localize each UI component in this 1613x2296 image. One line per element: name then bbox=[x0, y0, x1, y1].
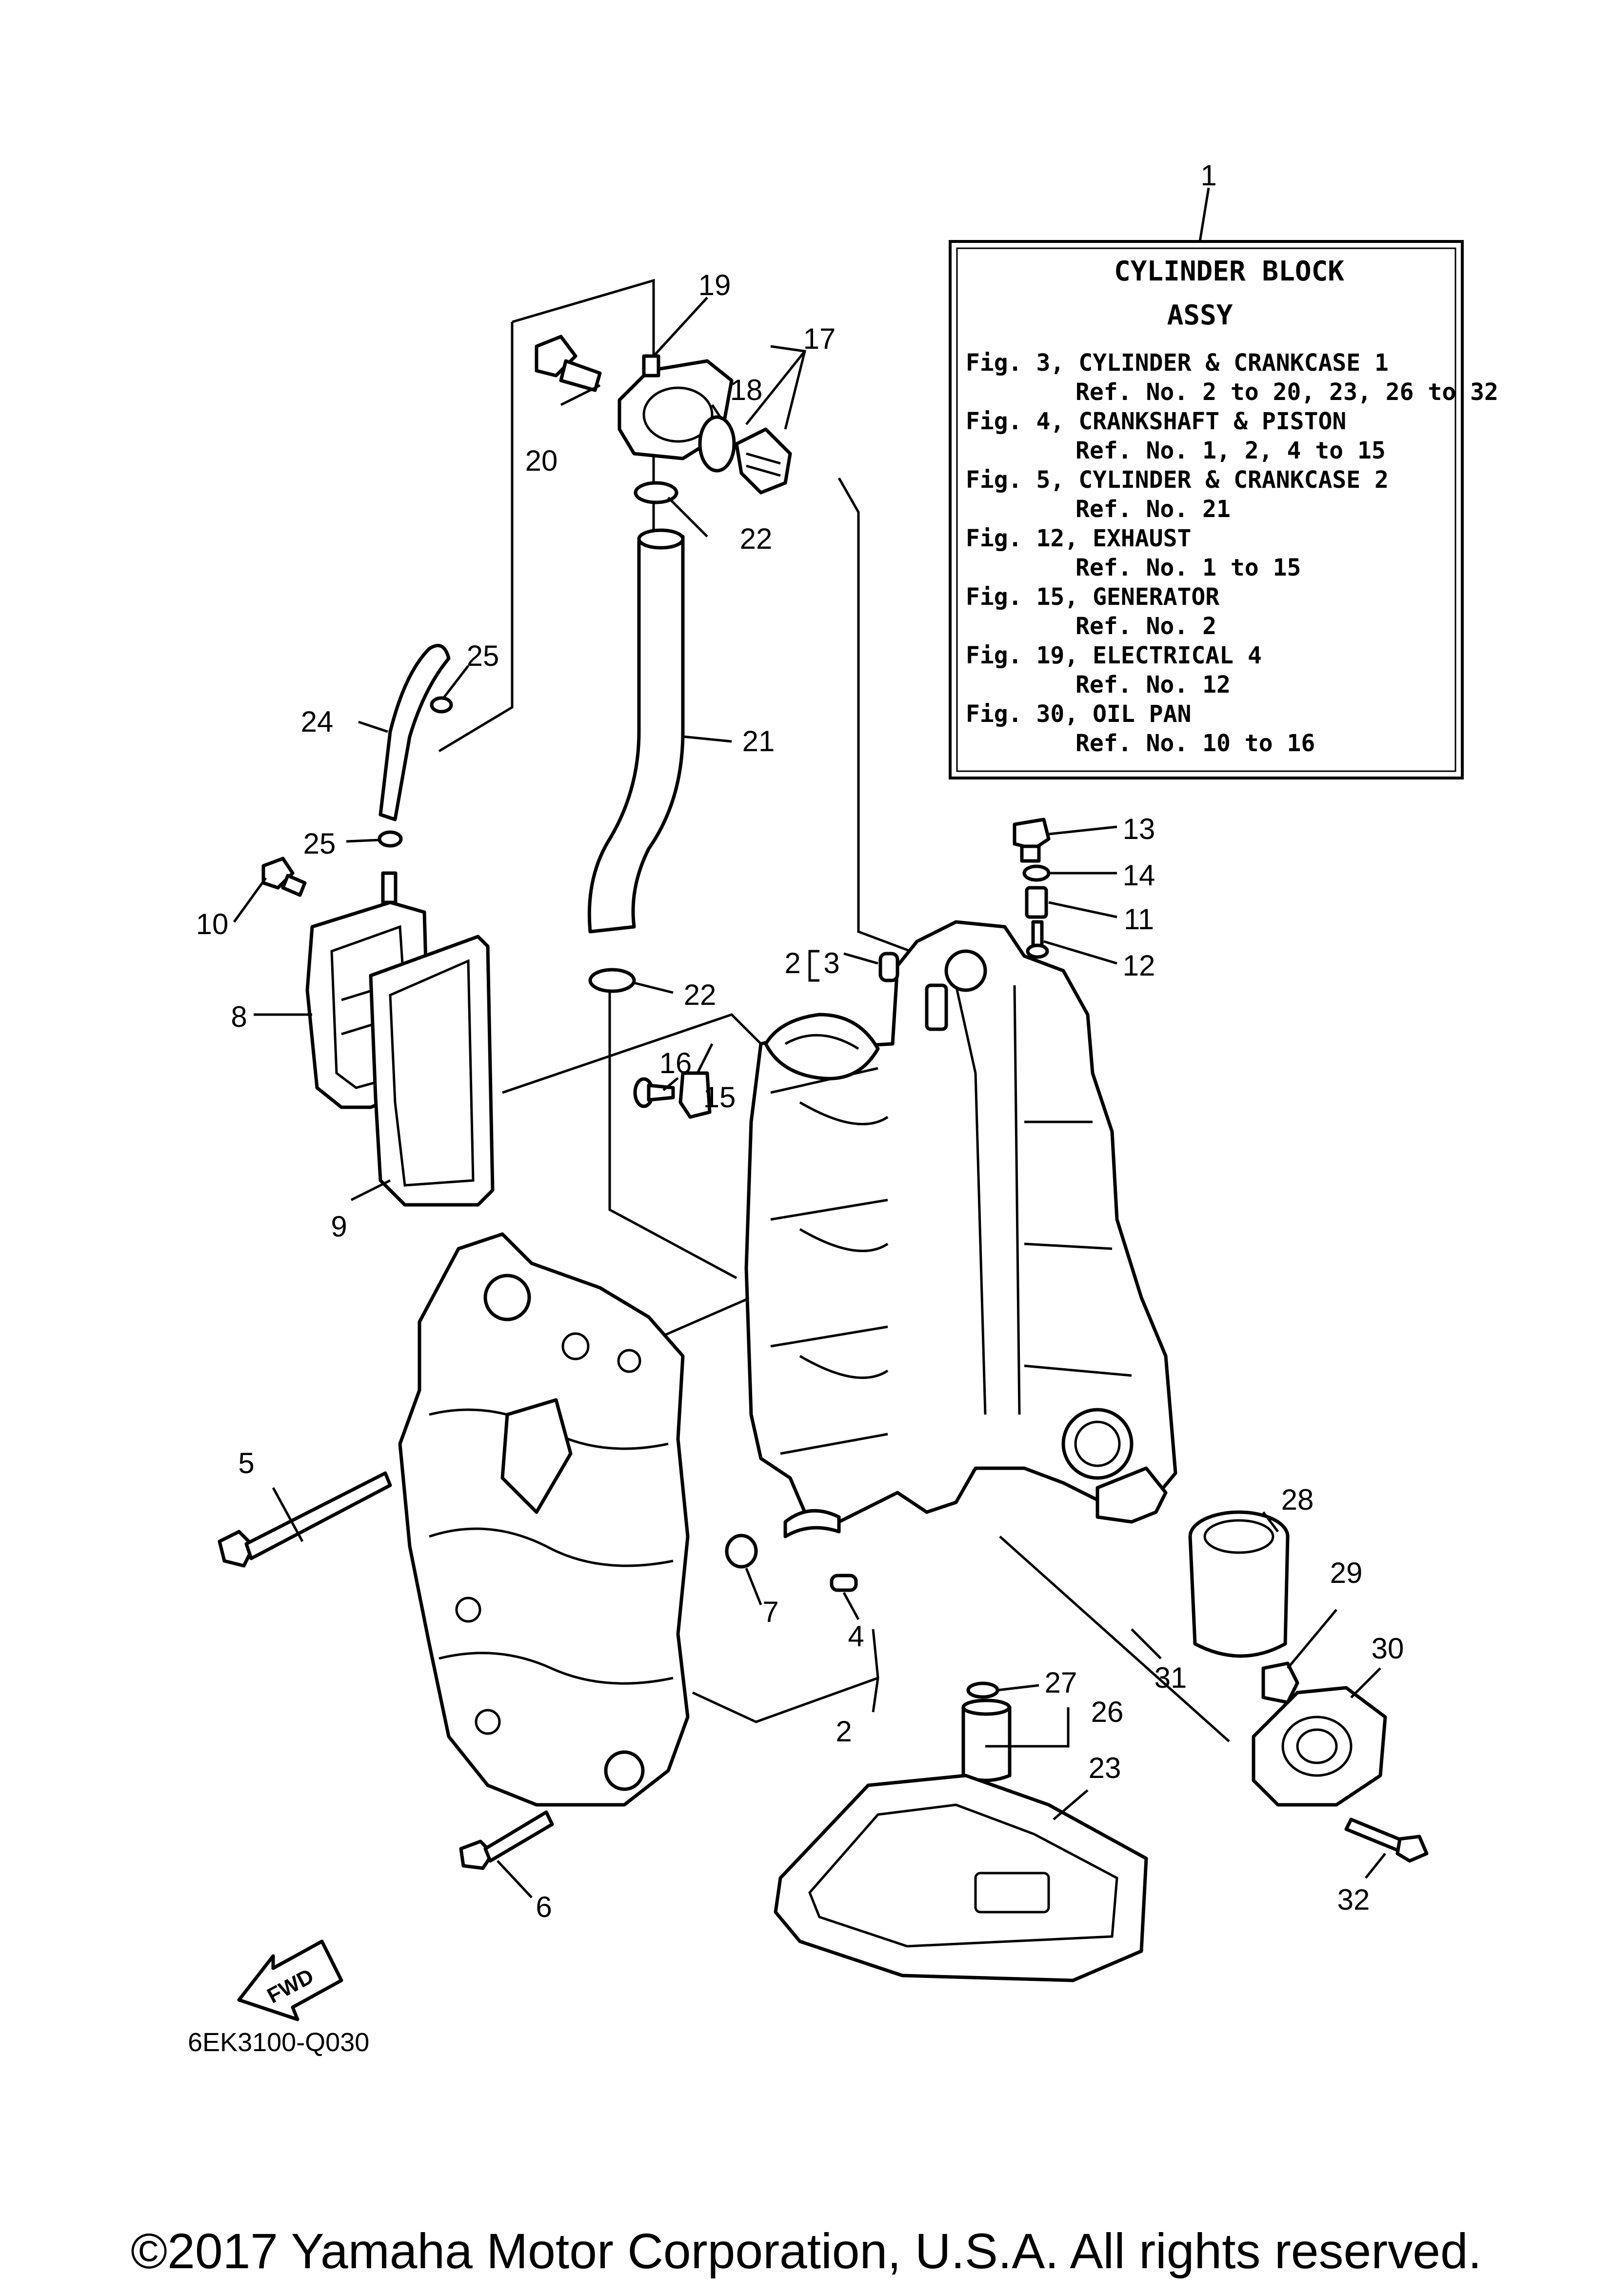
callout-8: 8 bbox=[231, 1000, 247, 1033]
reference-box-subtitle: ASSY bbox=[1167, 299, 1233, 331]
o-ring-27 bbox=[966, 1681, 999, 1699]
water-hose bbox=[587, 528, 685, 934]
ref-line-1: Fig. 3, CYLINDER & CRANKCASE 1 bbox=[966, 349, 1389, 377]
callout-5: 5 bbox=[238, 1447, 254, 1479]
assembly-guide-lines bbox=[438, 279, 1230, 1742]
ref-line-4: Ref. No. 1, 2, 4 to 15 bbox=[1075, 437, 1386, 464]
bolt-10 bbox=[261, 857, 307, 897]
bolt-5 bbox=[218, 1471, 392, 1568]
oil-strainer-26 bbox=[961, 1698, 1012, 1782]
filter-union bbox=[1261, 1661, 1299, 1704]
callout-10: 10 bbox=[196, 908, 229, 940]
callout-11: 11 bbox=[1124, 903, 1154, 936]
ref-line-2: Ref. No. 2 to 20, 23, 26 to 32 bbox=[1075, 379, 1498, 406]
callout-4: 4 bbox=[848, 1620, 864, 1653]
o-ring-7 bbox=[725, 1534, 758, 1569]
callout-12: 12 bbox=[1123, 949, 1155, 982]
callout-leaders bbox=[233, 187, 1386, 1898]
callout-17: 17 bbox=[803, 322, 836, 355]
callout-7: 7 bbox=[762, 1596, 778, 1628]
screw-16 bbox=[633, 1077, 675, 1108]
callout-28: 28 bbox=[1281, 1483, 1314, 1516]
ref-line-8: Ref. No. 1 to 15 bbox=[1075, 554, 1301, 581]
callout-2-lower: 2 bbox=[836, 1715, 852, 1748]
callout-27: 27 bbox=[1045, 1666, 1077, 1699]
thermostat bbox=[735, 427, 792, 495]
callout-32: 32 bbox=[1337, 1883, 1370, 1916]
anode-15 bbox=[678, 1071, 712, 1119]
callout-6: 6 bbox=[536, 1891, 552, 1923]
oil-pan-gasket-23 bbox=[774, 1774, 1148, 1982]
callout-25-upper: 25 bbox=[467, 639, 499, 672]
thermostat-cover-bolt bbox=[535, 335, 602, 392]
exhaust-cover-gasket bbox=[369, 935, 495, 1207]
ref-line-14: Ref. No. 10 to 16 bbox=[1075, 730, 1315, 757]
callout-22-upper: 22 bbox=[740, 522, 773, 555]
callout-9: 9 bbox=[331, 1210, 347, 1243]
callout-2-upper: 2 bbox=[784, 947, 800, 979]
ref-line-12: Ref. No. 12 bbox=[1075, 671, 1231, 699]
screw-12 bbox=[1026, 920, 1049, 959]
hose-clamp-upper bbox=[634, 481, 678, 504]
oil-filter bbox=[1188, 1510, 1290, 1658]
gasket-31 bbox=[1095, 1466, 1168, 1524]
callout-15: 15 bbox=[703, 1081, 736, 1114]
callout-numbers: 1 19 17 18 20 22 25 24 21 25 13 14 10 11… bbox=[196, 159, 1404, 1923]
ref-line-10: Ref. No. 2 bbox=[1075, 613, 1216, 640]
callout-24: 24 bbox=[301, 705, 334, 738]
callout-14: 14 bbox=[1123, 859, 1155, 892]
ref-line-6: Ref. No. 21 bbox=[1075, 496, 1231, 523]
callout-23: 23 bbox=[1089, 1752, 1121, 1784]
copyright-notice: ©2017 Yamaha Motor Corporation, U.S.A. A… bbox=[131, 2223, 1482, 2279]
callout-26: 26 bbox=[1091, 1696, 1124, 1728]
thermostat-gasket bbox=[698, 415, 736, 473]
collar-11 bbox=[1025, 886, 1048, 919]
callout-30: 30 bbox=[1372, 1632, 1404, 1665]
ref-line-7: Fig. 12, EXHAUST bbox=[966, 525, 1191, 552]
callout-3: 3 bbox=[823, 947, 839, 979]
callout-22-lower: 22 bbox=[684, 978, 717, 1011]
callout-21: 21 bbox=[742, 725, 775, 758]
callout-31: 31 bbox=[1155, 1661, 1187, 1694]
callout-29: 29 bbox=[1330, 1557, 1363, 1589]
plug-13 bbox=[1013, 818, 1051, 863]
hose-clip-upper bbox=[430, 696, 453, 714]
hose-nipple bbox=[381, 871, 398, 904]
ref-line-5: Fig. 5, CYLINDER & CRANKCASE 2 bbox=[966, 466, 1389, 494]
callout-18: 18 bbox=[730, 374, 763, 406]
bolt-6 bbox=[459, 1810, 554, 1870]
callout-13: 13 bbox=[1123, 813, 1155, 845]
small-hose bbox=[378, 643, 451, 821]
fwd-arrow: FWD bbox=[237, 1939, 343, 2021]
ref-line-13: Fig. 30, OIL PAN bbox=[966, 700, 1191, 728]
oil-filter-bracket bbox=[1252, 1686, 1387, 1807]
hose-clamp-lower bbox=[588, 968, 636, 993]
reference-box-title: CYLINDER BLOCK bbox=[1114, 256, 1344, 287]
dowel-pin-3 bbox=[878, 952, 899, 982]
diagram-code: 6EK3100-Q030 bbox=[188, 2028, 369, 2057]
o-ring-14 bbox=[1022, 864, 1051, 882]
bolt-32 bbox=[1344, 1817, 1429, 1863]
ref-line-3: Fig. 4, CRANKSHAFT & PISTON bbox=[966, 408, 1346, 435]
hose-clip-lower bbox=[378, 830, 403, 848]
callout-19: 19 bbox=[698, 269, 731, 301]
dowel-pin-4 bbox=[830, 1574, 858, 1592]
cylinder-block bbox=[744, 920, 1177, 1538]
callout-1: 1 bbox=[1200, 159, 1216, 192]
reference-box: CYLINDER BLOCK ASSY Fig. 3, CYLINDER & C… bbox=[949, 240, 1498, 779]
callout-25-lower: 25 bbox=[303, 827, 336, 860]
callout-16: 16 bbox=[659, 1047, 692, 1079]
ref-line-11: Fig. 19, ELECTRICAL 4 bbox=[966, 642, 1262, 669]
callout-20: 20 bbox=[525, 444, 558, 477]
crankcase bbox=[398, 1232, 690, 1807]
ref-line-9: Fig. 15, GENERATOR bbox=[966, 583, 1219, 611]
